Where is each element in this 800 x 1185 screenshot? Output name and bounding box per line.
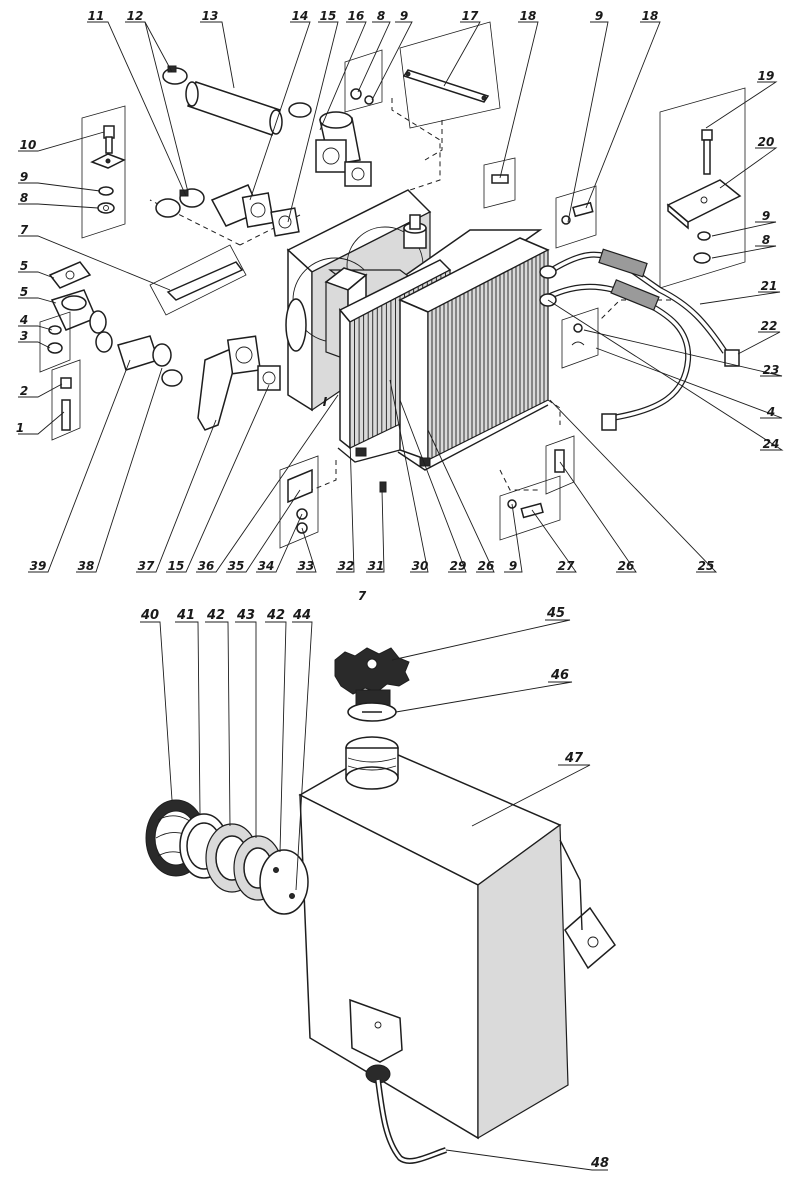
seal-stack-40-44 bbox=[145, 799, 309, 915]
callout-15-top: 15 bbox=[319, 9, 337, 23]
tee-fitting-5 bbox=[48, 261, 107, 334]
callout-46: 46 bbox=[550, 668, 570, 683]
bolt-27 bbox=[499, 475, 561, 541]
callout-9-top-right: 9 bbox=[594, 9, 604, 23]
callout-9-right: 9 bbox=[761, 209, 771, 223]
callout-43: 43 bbox=[236, 608, 256, 623]
callout-48: 48 bbox=[590, 1156, 610, 1171]
drain-hose-48 bbox=[365, 1064, 447, 1164]
callout-7: 7 bbox=[19, 223, 29, 237]
callout-2: 2 bbox=[19, 384, 29, 398]
washer-parts-23 bbox=[561, 307, 599, 369]
hose-38 bbox=[95, 331, 183, 387]
callout-37: 37 bbox=[137, 559, 155, 573]
bolt-and-plate-10 bbox=[81, 105, 126, 239]
callout-13: 13 bbox=[201, 9, 219, 23]
bracket-7 bbox=[149, 244, 247, 316]
hose-clamps-11-12 bbox=[155, 65, 312, 218]
clamp-plate-19-20 bbox=[659, 87, 746, 289]
elbow-pipe-37 bbox=[197, 335, 281, 431]
callout-47: 47 bbox=[564, 751, 584, 766]
mounting-rails bbox=[337, 404, 549, 471]
radiator-core-main bbox=[398, 237, 550, 462]
callout-41: 41 bbox=[176, 608, 196, 623]
tank-filler-neck bbox=[345, 736, 399, 790]
small-parts-1-4 bbox=[39, 311, 81, 441]
callout-8-right: 8 bbox=[761, 233, 771, 247]
callout-8-left: 8 bbox=[19, 191, 29, 205]
callout-36: 36 bbox=[197, 559, 215, 573]
callout-16: 16 bbox=[347, 9, 365, 23]
callout-5-b: 5 bbox=[19, 285, 29, 299]
callout-42-a: 42 bbox=[206, 608, 226, 623]
callout-26-right: 26 bbox=[617, 559, 635, 573]
callout-31: 31 bbox=[367, 559, 385, 573]
callout-40: 40 bbox=[140, 608, 160, 623]
callout-25: 25 bbox=[697, 559, 715, 573]
bolt-18-right bbox=[555, 185, 597, 249]
hose-13 bbox=[185, 81, 283, 136]
callout-35: 35 bbox=[227, 559, 245, 573]
callout-9-top: 9 bbox=[399, 9, 409, 23]
callout-4-left: 4 bbox=[19, 313, 29, 327]
callout-30: 30 bbox=[411, 559, 429, 573]
callout-3: 3 bbox=[19, 329, 29, 343]
callout-29: 29 bbox=[449, 559, 467, 573]
callout-21: 21 bbox=[760, 279, 778, 293]
callout-39: 39 bbox=[29, 559, 47, 573]
filler-neck bbox=[403, 214, 427, 249]
callout-42-b: 42 bbox=[266, 608, 286, 623]
elbow-pipe-16 bbox=[315, 111, 372, 187]
bolt-31 bbox=[379, 481, 387, 493]
callout-44: 44 bbox=[292, 608, 312, 623]
callout-17: 17 bbox=[461, 9, 479, 23]
callout-5-a: 5 bbox=[19, 259, 29, 273]
callout-38: 38 bbox=[77, 559, 95, 573]
oil-hoses-21-24 bbox=[539, 248, 740, 431]
leader-lines bbox=[18, 21, 784, 1171]
callout-section-I: I bbox=[322, 395, 328, 409]
callout-7-lower: 7 bbox=[357, 589, 367, 603]
callout-32: 32 bbox=[337, 559, 355, 573]
bracket-33-35 bbox=[279, 455, 319, 549]
expansion-tank-47 bbox=[298, 747, 616, 1140]
callout-11: 11 bbox=[87, 9, 105, 23]
callout-45: 45 bbox=[546, 606, 566, 621]
elbow-pipe-14 bbox=[210, 184, 300, 237]
callout-12: 12 bbox=[126, 9, 144, 23]
bolt-18 bbox=[483, 157, 516, 209]
callout-33: 33 bbox=[297, 559, 315, 573]
callout-18-top: 18 bbox=[519, 9, 537, 23]
callout-10: 10 bbox=[19, 138, 37, 152]
callout-27: 27 bbox=[557, 559, 575, 573]
callout-1: 1 bbox=[15, 421, 25, 435]
callout-34: 34 bbox=[257, 559, 275, 573]
callout-23: 23 bbox=[762, 363, 780, 377]
callout-9-bottom: 9 bbox=[508, 559, 518, 573]
callout-9-left: 9 bbox=[19, 170, 29, 184]
callout-8-top: 8 bbox=[376, 9, 386, 23]
callout-15-bottom: 15 bbox=[167, 559, 185, 573]
filler-cap-45 bbox=[334, 647, 410, 722]
strap-17 bbox=[399, 21, 501, 129]
callout-4-right: 4 bbox=[766, 405, 776, 419]
callout-22: 22 bbox=[760, 319, 778, 333]
callout-18-top-right: 18 bbox=[641, 9, 659, 23]
callout-20: 20 bbox=[757, 135, 775, 149]
callout-19: 19 bbox=[757, 69, 775, 83]
callout-24: 24 bbox=[762, 437, 780, 451]
callout-26-bottom: 26 bbox=[477, 559, 495, 573]
callout-14: 14 bbox=[291, 9, 309, 23]
